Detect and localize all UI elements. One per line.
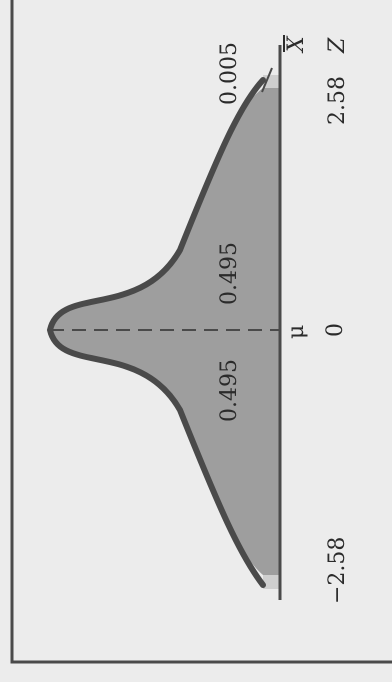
z-left-label: −2.58 <box>325 537 350 604</box>
center-left-label: 0.495 <box>217 359 242 422</box>
frame-border <box>10 0 392 664</box>
tail-pointer-line <box>261 67 273 93</box>
left-tail-area <box>263 575 280 589</box>
bell-curve-area <box>50 88 280 575</box>
xbar-axis-label: X <box>284 35 309 54</box>
center-right-label: 0.495 <box>217 242 242 305</box>
mean-label: μ <box>284 325 309 339</box>
zero-label: 0 <box>323 323 348 337</box>
tail-right-label: 0.005 <box>217 42 242 105</box>
z-axis-label: Z <box>325 37 350 54</box>
z-right-label: 2.58 <box>325 76 350 125</box>
